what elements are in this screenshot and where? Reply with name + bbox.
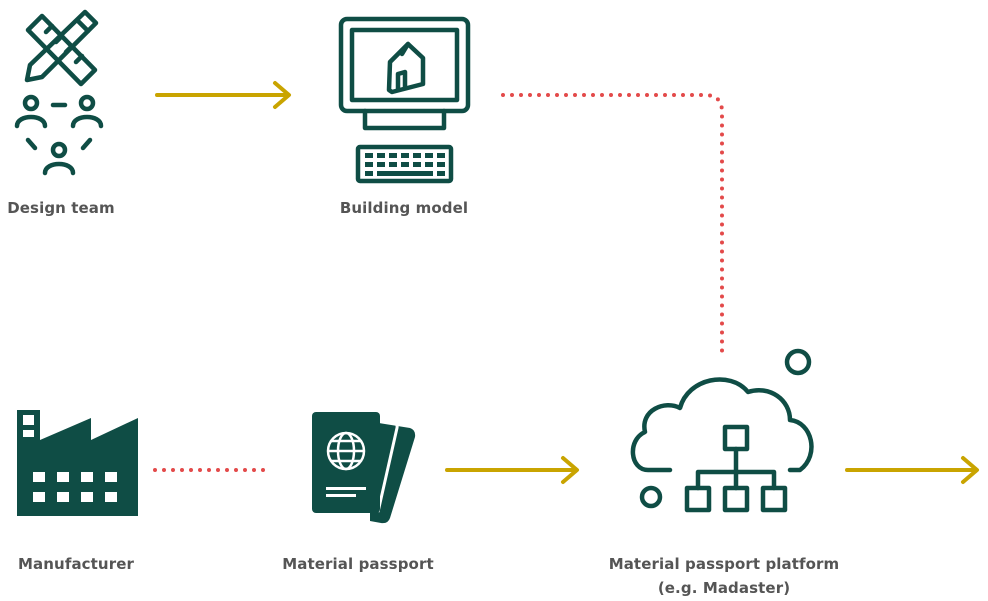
passport-icon — [312, 410, 416, 524]
arrow-platform-output — [845, 456, 979, 484]
arrow-passport-to-platform — [445, 456, 579, 484]
pencil-ruler-team-icon — [14, 9, 104, 176]
factory-icon — [17, 410, 138, 516]
label-platform-line2: (e.g. Madaster) — [657, 579, 791, 597]
label-material-passport: Material passport — [282, 555, 434, 573]
arrow-design-to-model — [155, 81, 291, 109]
label-manufacturer: Manufacturer — [18, 555, 134, 573]
computer-house-icon — [338, 16, 471, 184]
keyboard-keys — [365, 153, 445, 176]
label-platform-line1: Material passport platform — [608, 555, 840, 573]
dotted-line-model-to-platform — [501, 93, 724, 354]
label-building-model: Building model — [339, 199, 469, 217]
cloud-network-icon — [630, 348, 814, 513]
label-design-team: Design team — [7, 199, 115, 217]
